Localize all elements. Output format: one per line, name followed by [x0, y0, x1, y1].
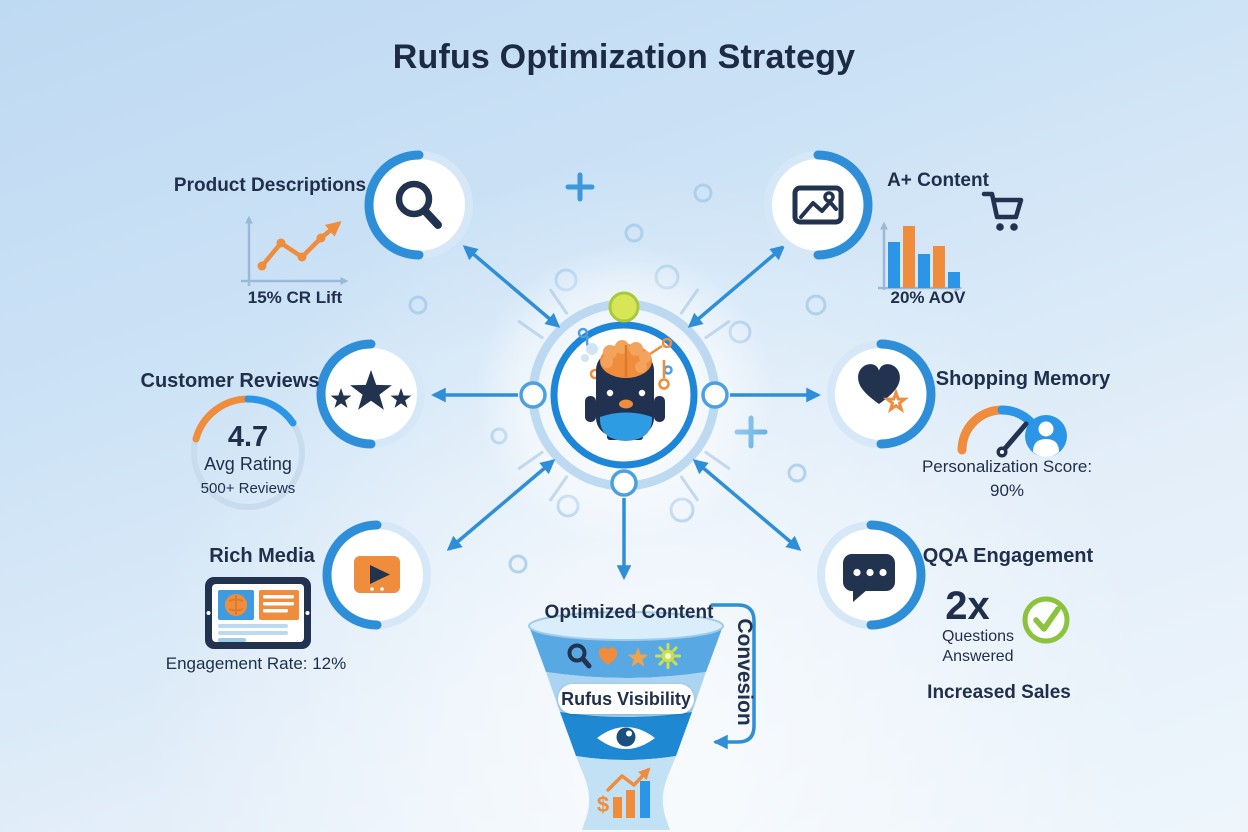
aplus-content-label: A+ Content	[887, 170, 989, 191]
rating-gauge-icon	[191, 395, 305, 510]
node-product-descriptions	[364, 150, 473, 260]
conversion-label: Convesion	[733, 618, 757, 726]
arrow-aplus-hub	[687, 245, 786, 328]
rich-media-label: Rich Media	[209, 545, 315, 567]
brain-icon	[600, 340, 652, 378]
questions-answered-caption: Questions Answered	[941, 628, 1015, 665]
node-shopping-memory	[827, 339, 936, 449]
arrow-product-hub	[462, 245, 561, 328]
page-title: Rufus Optimization Strategy	[392, 38, 856, 76]
qa-engagement-label: QQA Engagement	[922, 545, 1094, 567]
aplus-content-metric: 20% AOV	[890, 288, 966, 307]
funnel-sun-icon	[655, 643, 681, 669]
arrow-qa-hub	[692, 459, 802, 551]
dollar-glyph: $	[597, 792, 609, 817]
arrow-richmedia-hub	[446, 459, 556, 551]
avg-rating-value: 4.7	[227, 421, 269, 453]
rufus-visibility-badge: Rufus Visibility	[558, 684, 694, 714]
product-descriptions-label: Product Descriptions	[173, 175, 367, 196]
shopping-memory-label: Shopping Memory	[935, 368, 1111, 390]
questions-multiplier: 2x	[945, 584, 990, 628]
optimized-content-label: Optimized Content	[544, 602, 714, 623]
connector-arrows	[431, 245, 821, 580]
hub-ring-nodes	[519, 291, 729, 497]
conversion-bracket-arrow	[710, 603, 756, 750]
check-icon	[1022, 596, 1070, 644]
node-qa-engagement	[817, 520, 926, 630]
tablet-icon	[205, 577, 311, 649]
person-icon	[1025, 415, 1067, 457]
node-customer-reviews	[316, 339, 425, 449]
funnel: $	[528, 611, 724, 830]
node-rich-media	[322, 520, 431, 630]
video-player-icon	[354, 556, 400, 593]
chat-icon	[843, 554, 895, 602]
bar-chart-icon	[878, 221, 963, 293]
plus-icon	[565, 172, 595, 202]
funnel-search-icon	[567, 643, 592, 669]
search-icon	[395, 180, 442, 229]
eye-icon	[597, 727, 655, 749]
sales-growth-icon: $	[597, 767, 651, 818]
node-aplus-content	[764, 150, 873, 260]
personalization-score-metric: Personalization Score: 90%	[921, 457, 1093, 500]
growth-line-chart-icon	[241, 215, 349, 286]
increased-sales-label: Increased Sales	[927, 682, 1071, 703]
product-descriptions-metric: 15% CR Lift	[247, 288, 343, 307]
cart-icon	[981, 191, 1024, 231]
engagement-rate-metric: Engagement Rate: 12%	[165, 654, 347, 673]
image-icon	[792, 185, 844, 225]
avg-rating-caption: Avg Rating	[204, 454, 292, 474]
reviews-count-caption: 500+ Reviews	[200, 480, 296, 497]
customer-reviews-label: Customer Reviews	[140, 370, 320, 392]
rufus-mascot-icon	[577, 327, 673, 441]
